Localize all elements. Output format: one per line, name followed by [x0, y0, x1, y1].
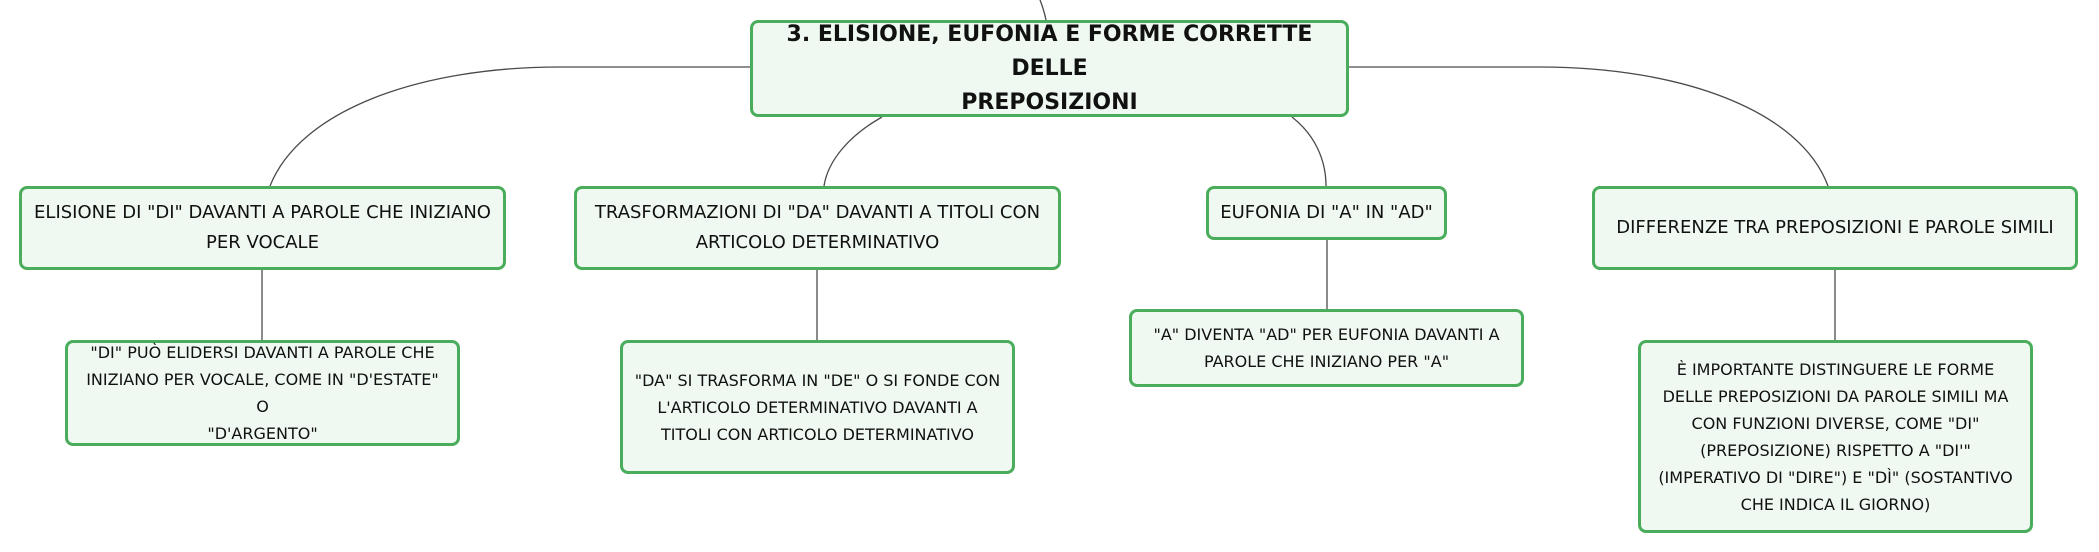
- branch-differenze-preposizioni-text: DIFFERENZE TRA PREPOSIZIONI E PAROLE SIM…: [1616, 217, 2054, 238]
- detail-trasformazioni-da[interactable]: "DA" SI TRASFORMA IN "DE" O SI FONDE CON…: [620, 340, 1015, 474]
- detail-eufonia-a[interactable]: "A" DIVENTA "AD" PER EUFONIA DAVANTI A P…: [1129, 309, 1524, 387]
- connector-root-to-branch-4: [1349, 66, 1829, 187]
- connector-parent-to-root: [1039, 0, 1047, 21]
- branch-eufonia-a[interactable]: EUFONIA DI "A" IN "AD": [1206, 186, 1447, 240]
- connector-root-to-branch-1: [269, 66, 750, 187]
- root-topic-text: 3. ELISIONE, EUFONIA E FORME CORRETTE DE…: [786, 21, 1313, 115]
- detail-differenze-preposizioni[interactable]: È IMPORTANTE DISTINGUERE LE FORME DELLE …: [1638, 340, 2033, 533]
- detail-eufonia-a-text: "A" DIVENTA "AD" PER EUFONIA DAVANTI A P…: [1153, 325, 1500, 371]
- detail-elisione-di-text: "DI" PUÒ ELIDERSI DAVANTI A PAROLE CHE I…: [86, 343, 439, 443]
- root-topic[interactable]: 3. ELISIONE, EUFONIA E FORME CORRETTE DE…: [750, 20, 1349, 117]
- detail-elisione-di[interactable]: "DI" PUÒ ELIDERSI DAVANTI A PAROLE CHE I…: [65, 340, 460, 446]
- detail-trasformazioni-da-text: "DA" SI TRASFORMA IN "DE" O SI FONDE CON…: [634, 370, 1001, 444]
- branch-elisione-di[interactable]: ELISIONE DI "DI" DAVANTI A PAROLE CHE IN…: [19, 186, 506, 270]
- branch-elisione-di-text: ELISIONE DI "DI" DAVANTI A PAROLE CHE IN…: [34, 202, 491, 253]
- branch-eufonia-a-text: EUFONIA DI "A" IN "AD": [1220, 202, 1433, 223]
- detail-differenze-preposizioni-text: È IMPORTANTE DISTINGUERE LE FORME DELLE …: [1658, 359, 2013, 514]
- connector-root-to-branch-3: [1291, 116, 1327, 187]
- branch-differenze-preposizioni[interactable]: DIFFERENZE TRA PREPOSIZIONI E PAROLE SIM…: [1592, 186, 2078, 270]
- branch-trasformazioni-da[interactable]: TRASFORMAZIONI DI "DA" DAVANTI A TITOLI …: [574, 186, 1061, 270]
- branch-trasformazioni-da-text: TRASFORMAZIONI DI "DA" DAVANTI A TITOLI …: [594, 202, 1041, 253]
- connector-root-to-branch-2: [823, 116, 883, 187]
